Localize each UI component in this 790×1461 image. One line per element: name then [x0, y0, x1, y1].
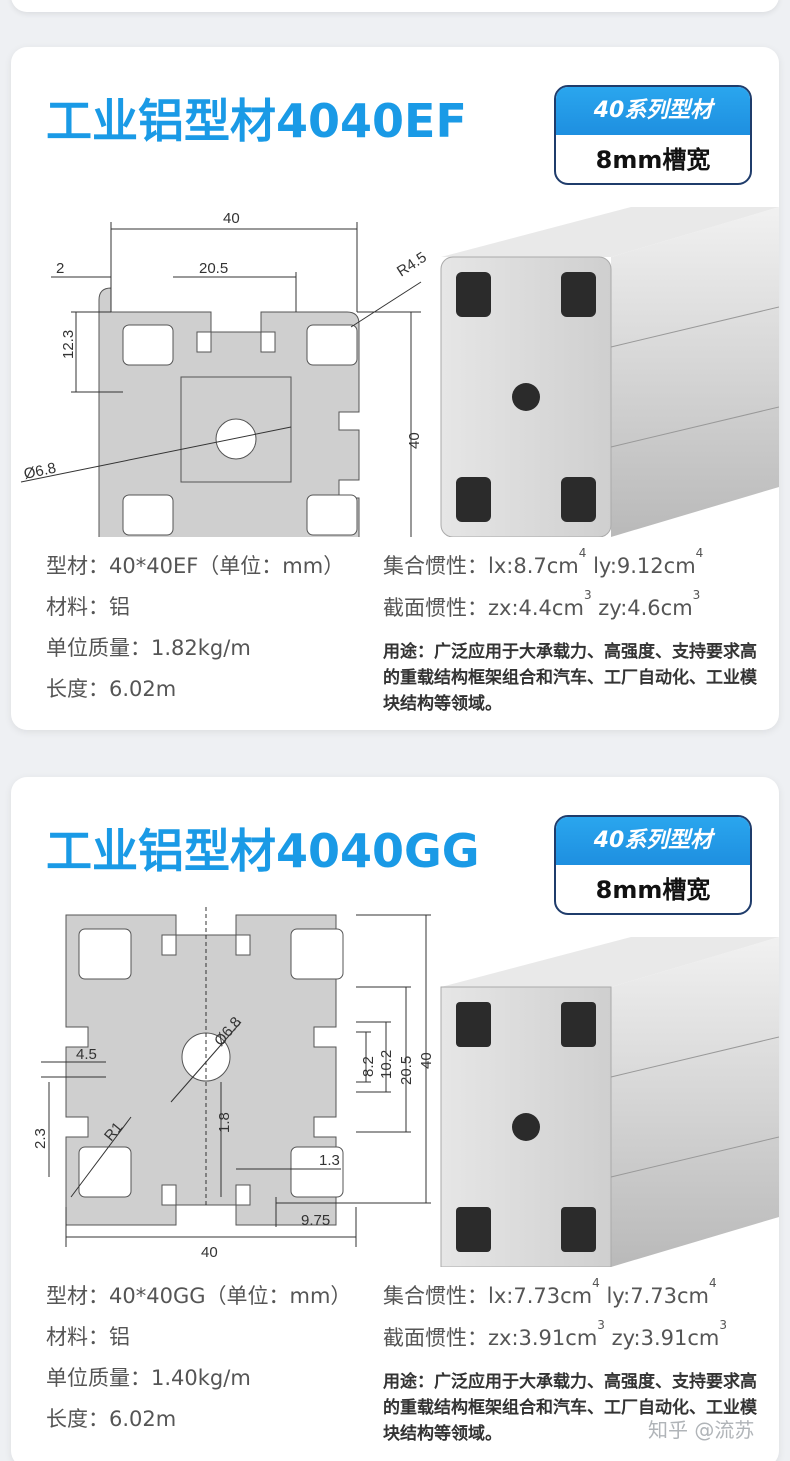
spec-inertia: 集合惯性：lx:7.73cm4 ly:7.73cm4	[383, 1276, 717, 1308]
dim-d1: 8.2	[360, 1056, 377, 1077]
dim-width-top: 40	[223, 210, 240, 227]
spec-model: 型材：40*40EF（单位：mm）	[46, 554, 345, 578]
spec-material: 材料：铝	[46, 595, 130, 619]
product-card-4040gg: 工业铝型材4040GG 40系列型材 8mm槽宽	[11, 777, 779, 1461]
dim-height: 40	[418, 1052, 431, 1069]
cross-section-drawing: Ø6.8 8.2 10.2 20.5 40 4.5 2.3 R1 1.8 1.3…	[32, 907, 431, 1261]
cross-section-drawing: 40 2 20.5 R4.5 12.3 Ø6.8 40	[20, 210, 430, 537]
spec-section: 截面惯性：zx:3.91cm3 zy:3.91cm3	[383, 1318, 728, 1350]
spec-inertia: 集合惯性：lx:8.7cm4 ly:9.12cm4	[383, 546, 704, 578]
dim-h1: 12.3	[60, 330, 77, 359]
dim-radius: R4.5	[394, 249, 430, 281]
dim-d3: 20.5	[398, 1056, 415, 1085]
dim-left-gap: 2	[56, 260, 64, 277]
dim-d5: 2.3	[32, 1128, 49, 1149]
profile-render	[440, 207, 779, 537]
dim-hole: Ø6.8	[22, 460, 57, 483]
dim-d4: 4.5	[76, 1046, 97, 1063]
spec-usage: 用途：广泛应用于大承载力、高强度、支持要求高的重载结构框架组合和汽车、工厂自动化…	[383, 642, 757, 714]
spec-length: 长度：6.02m	[46, 1407, 177, 1431]
dim-d8: 9.75	[301, 1212, 330, 1229]
watermark: 知乎 @流苏	[648, 1418, 755, 1442]
dim-d2: 10.2	[378, 1050, 395, 1079]
dim-inner: 20.5	[199, 260, 228, 277]
series-badge: 40系列型材 8mm槽宽	[554, 85, 752, 185]
badge-series: 40系列型材	[556, 87, 750, 135]
series-badge: 40系列型材 8mm槽宽	[554, 815, 752, 915]
spec-section: 截面惯性：zx:4.4cm3 zy:4.6cm3	[383, 588, 701, 620]
spec-length: 长度：6.02m	[46, 677, 177, 701]
profile-render	[440, 937, 779, 1267]
dim-width: 40	[201, 1244, 218, 1261]
dim-d7: 1.3	[319, 1152, 340, 1169]
badge-series: 40系列型材	[556, 817, 750, 865]
badge-slot-width: 8mm槽宽	[595, 146, 711, 174]
spec-mass: 单位质量：1.82kg/m	[46, 636, 251, 660]
dim-d6: 1.8	[216, 1112, 233, 1133]
spec-material: 材料：铝	[46, 1325, 130, 1349]
product-card-4040ef: 工业铝型材4040EF 40系列型材 8mm槽宽	[11, 47, 779, 730]
product-title: 工业铝型材4040GG	[46, 824, 480, 878]
spec-model: 型材：40*40GG（单位：mm）	[46, 1284, 352, 1308]
spec-mass: 单位质量：1.40kg/m	[46, 1366, 251, 1390]
spec-usage: 用途：广泛应用于大承载力、高强度、支持要求高的重载结构框架组合和汽车、工厂自动化…	[383, 1372, 757, 1444]
product-title: 工业铝型材4040EF	[46, 94, 467, 148]
previous-card-edge	[11, 0, 779, 12]
dim-height: 40	[406, 432, 423, 449]
badge-slot-width: 8mm槽宽	[595, 876, 711, 904]
